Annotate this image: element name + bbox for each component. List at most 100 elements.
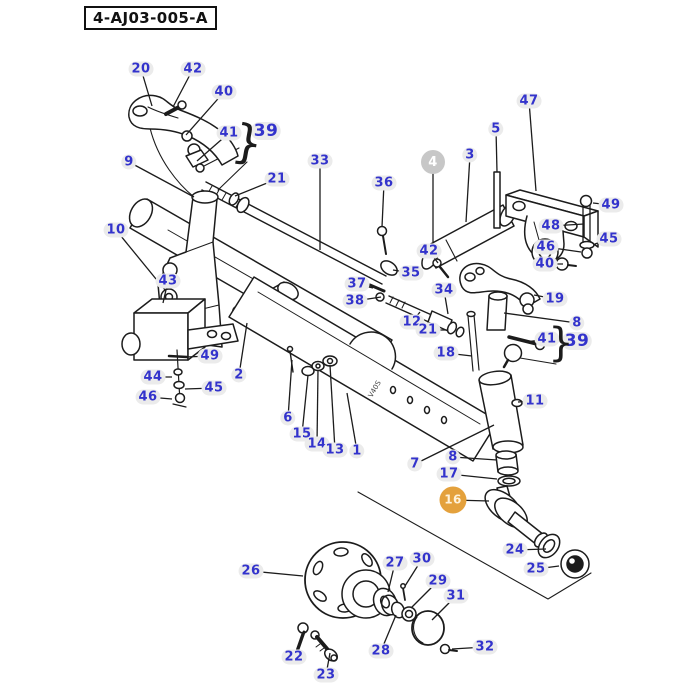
part-callout-21-6[interactable]: 21 xyxy=(264,171,290,187)
leader-line-6-38 xyxy=(287,359,293,419)
part-callout-34-23[interactable]: 34 xyxy=(431,282,457,298)
hub-bolts-22-23 xyxy=(295,622,339,662)
part-callout-32-57[interactable]: 32 xyxy=(472,639,498,655)
arm-to-knuckle-line xyxy=(149,127,195,198)
part-callout-38-22[interactable]: 38 xyxy=(342,293,368,309)
part-callout-9-5[interactable]: 9 xyxy=(121,154,137,170)
bolt-42-top xyxy=(177,100,187,110)
part-callout-20-0[interactable]: 20 xyxy=(128,61,154,77)
part-callout-33-7[interactable]: 33 xyxy=(307,153,333,169)
part-callout-49-13[interactable]: 49 xyxy=(598,197,624,213)
bracket-group-line-right xyxy=(513,356,557,365)
part-callout-16-46[interactable]: 16 xyxy=(439,486,467,514)
part-callout-30-51[interactable]: 30 xyxy=(409,551,435,567)
leader-line-8-44 xyxy=(452,456,498,461)
part-callout-8-44[interactable]: 8 xyxy=(445,449,461,465)
part-callout-14-40[interactable]: 14 xyxy=(304,436,330,452)
group-bracket-39-0: } xyxy=(228,112,268,172)
leader-line-47-12 xyxy=(528,100,537,192)
part-callout-40-2[interactable]: 40 xyxy=(211,84,237,100)
part-callout-23-56[interactable]: 23 xyxy=(313,667,339,683)
part-callout-40-17[interactable]: 40 xyxy=(532,256,558,272)
part-callout-49-32[interactable]: 49 xyxy=(197,348,223,364)
part-callout-19-24[interactable]: 19 xyxy=(542,291,568,307)
wheel-hub-26 xyxy=(304,541,458,655)
leader-line-1-42 xyxy=(346,392,358,452)
diagram-code: 4-AJ03-005-A xyxy=(93,9,208,27)
seal-ring-17 xyxy=(497,475,521,487)
part-callout-25-48[interactable]: 25 xyxy=(523,561,549,577)
leader-line-9-5 xyxy=(128,161,195,198)
part-callout-39-27[interactable]: 39 xyxy=(561,332,593,350)
leader-line-15-39 xyxy=(301,374,309,435)
part-callout-18-30[interactable]: 18 xyxy=(433,345,459,361)
part-callout-46-16[interactable]: 46 xyxy=(533,239,559,255)
part-callout-28-54[interactable]: 28 xyxy=(368,643,394,659)
part-callout-41-3[interactable]: 41 xyxy=(216,125,242,141)
leader-line-13-41 xyxy=(329,364,336,451)
part-callout-37-21[interactable]: 37 xyxy=(344,276,370,292)
part-callout-43-31[interactable]: 43 xyxy=(155,273,181,289)
part-callout-6-38[interactable]: 6 xyxy=(280,410,296,426)
part-callout-47-12[interactable]: 47 xyxy=(516,93,542,109)
spindle-housing-7 xyxy=(478,370,524,487)
support-bracket-43 xyxy=(121,298,239,408)
nut-29 xyxy=(401,606,417,622)
grease-fitting-42-right xyxy=(432,258,450,279)
part-callout-1-42[interactable]: 1 xyxy=(349,443,365,459)
part-callout-29-52[interactable]: 29 xyxy=(425,573,451,589)
diagram-code-box: 4-AJ03-005-A xyxy=(84,6,217,30)
part-callout-21-29[interactable]: 21 xyxy=(415,322,441,338)
part-callout-17-45[interactable]: 17 xyxy=(436,466,462,482)
leader-line-3-10 xyxy=(465,154,471,223)
washer-28 xyxy=(390,601,406,619)
bolt-column-right xyxy=(555,194,595,271)
part-callout-42-19[interactable]: 42 xyxy=(416,243,442,259)
spindle-16 xyxy=(484,485,590,579)
hub-cap-31 xyxy=(411,610,445,646)
leader-line-8-25 xyxy=(503,312,578,324)
part-callout-41-26[interactable]: 41 xyxy=(534,331,560,347)
part-callout-27-50[interactable]: 27 xyxy=(382,555,408,571)
part-callout-48-14[interactable]: 48 xyxy=(538,218,564,234)
part-callout-24-47[interactable]: 24 xyxy=(502,542,528,558)
part-callout-13-41[interactable]: 13 xyxy=(322,442,348,458)
part-callout-10-18[interactable]: 10 xyxy=(103,222,129,238)
part-callout-26-49[interactable]: 26 xyxy=(238,563,264,579)
part-callout-22-55[interactable]: 22 xyxy=(281,649,307,665)
part-callout-39-4[interactable]: 39 xyxy=(250,122,282,140)
part-callout-4-9[interactable]: 4 xyxy=(421,150,445,174)
beam-fasteners xyxy=(286,345,338,377)
cotter-pin-30 xyxy=(402,587,406,601)
kingpin-shaft-18 xyxy=(466,310,480,372)
part-callout-8-25[interactable]: 8 xyxy=(569,315,585,331)
steering-arm-top xyxy=(128,94,239,166)
group-bracket-39-1: } xyxy=(548,320,574,366)
axle-extension: V40S xyxy=(228,276,499,462)
part-callout-44-33[interactable]: 44 xyxy=(140,369,166,385)
part-callout-35-20[interactable]: 35 xyxy=(398,265,424,281)
leader-line-14-40 xyxy=(316,369,319,445)
part-callout-3-10[interactable]: 3 xyxy=(462,147,478,163)
part-callout-42-1[interactable]: 42 xyxy=(180,61,206,77)
part-callout-5-11[interactable]: 5 xyxy=(488,121,504,137)
bolt-32 xyxy=(439,643,451,655)
leader-line-7-43 xyxy=(414,424,495,465)
bolt-40-top xyxy=(181,130,193,142)
part-callout-46-35[interactable]: 46 xyxy=(135,389,161,405)
part-callout-11-37[interactable]: 11 xyxy=(522,393,548,409)
leader-line-2-36 xyxy=(238,322,248,376)
part-callout-45-15[interactable]: 45 xyxy=(596,231,622,247)
part-callout-2-36[interactable]: 2 xyxy=(231,367,247,383)
part-callout-7-43[interactable]: 7 xyxy=(407,456,423,472)
washer-24 xyxy=(537,533,561,559)
part-callout-36-8[interactable]: 36 xyxy=(371,175,397,191)
plug-11 xyxy=(511,398,523,408)
part-callout-31-53[interactable]: 31 xyxy=(443,588,469,604)
pin-5 xyxy=(493,171,501,229)
hub-group-boundary-line xyxy=(357,491,592,600)
part-callout-45-34[interactable]: 45 xyxy=(201,380,227,396)
